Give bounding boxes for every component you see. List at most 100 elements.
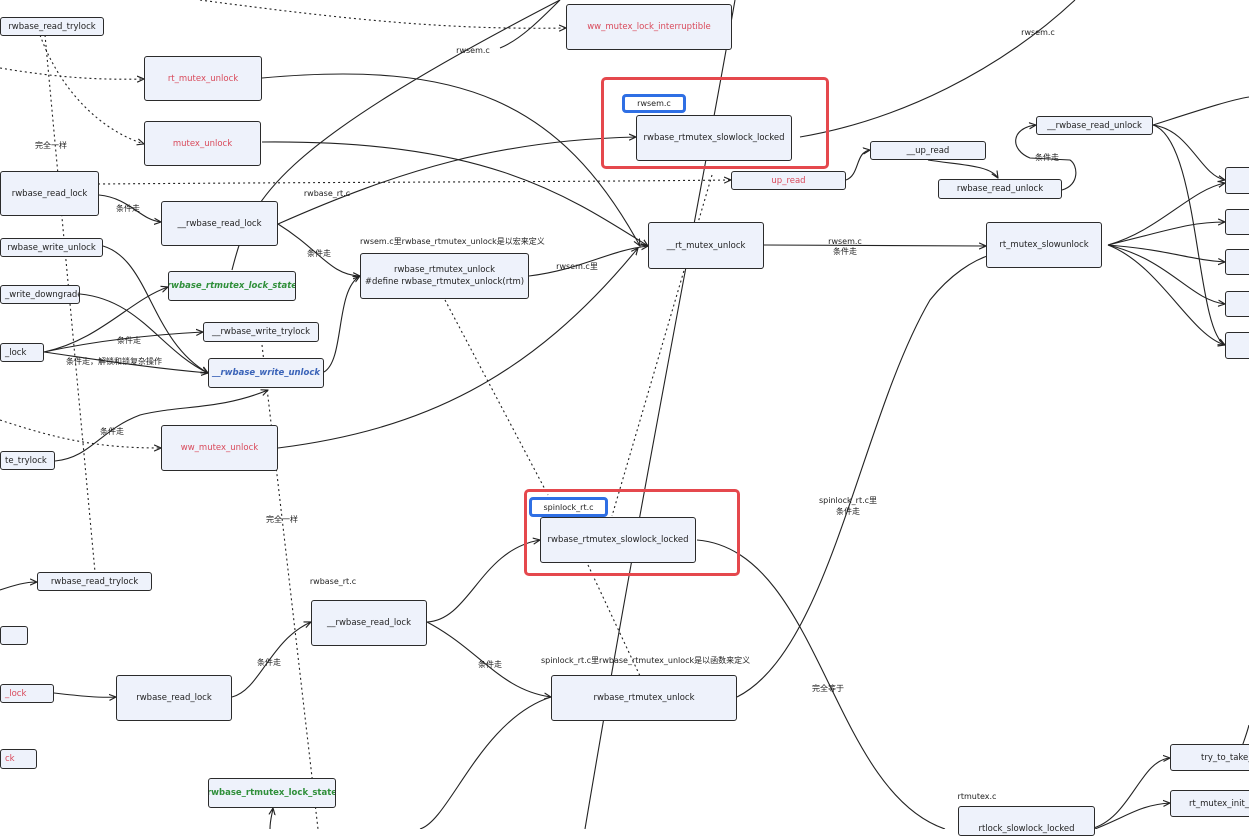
node-rtlock-slowlock-locked[interactable]: rtlock_slowlock_locked	[958, 806, 1095, 836]
edge	[587, 564, 641, 677]
edge	[97, 180, 731, 185]
label-identical-1: 完全一样	[35, 141, 67, 150]
label-fully-equal: 完全等于	[812, 684, 844, 693]
edge	[1107, 244, 1225, 304]
label-spinlock-cond-1: spinlock_rt.c里	[818, 496, 878, 505]
node-__rwbase-write-trylock[interactable]: __rwbase_write_trylock	[203, 322, 319, 342]
node-ww-mutex-unlock[interactable]: ww_mutex_unlock	[161, 425, 278, 471]
edge	[102, 245, 208, 373]
node-left-stub[interactable]	[0, 626, 28, 645]
edge	[1015, 125, 1077, 191]
edge	[763, 245, 986, 246]
edge	[277, 248, 638, 449]
edge	[270, 808, 273, 829]
node-try-to-take[interactable]: try_to_take_	[1170, 744, 1249, 771]
edge	[1107, 244, 1225, 262]
node-rt-mutex-unlock[interactable]: rt_mutex_unlock	[144, 56, 262, 101]
edge	[426, 540, 540, 623]
node-write-downgrade[interactable]: _write_downgrade	[0, 285, 80, 304]
label-spinlock-cond-2: 条件走	[836, 507, 860, 516]
node-right-stub-2[interactable]	[1225, 209, 1249, 235]
edge	[845, 150, 870, 181]
node-right-stub-1[interactable]	[1225, 167, 1249, 194]
edge	[0, 419, 161, 448]
label-cond-updown: 条件走	[1035, 153, 1059, 162]
node-rwbase-read-trylock-top[interactable]: rwbase_read_trylock	[0, 17, 104, 36]
node-right-stub-4[interactable]	[1225, 291, 1249, 317]
edge	[261, 141, 648, 246]
edge	[53, 692, 116, 697]
label-cond-1: 条件走	[116, 204, 140, 213]
node-mutex-unlock[interactable]: mutex_unlock	[144, 121, 261, 166]
highlight-rwsem-region	[601, 77, 829, 169]
node-rwbase-rtmutex-unlock-macro[interactable]: rwbase_rtmutex_unlock #define rwbase_rtm…	[360, 253, 529, 299]
edge	[1107, 222, 1225, 246]
label-spinlock-func: spinlock_rt.c里rwbase_rtmutex_unlock是以函数来…	[541, 656, 751, 665]
node-rwbase-write-unlock[interactable]: rwbase_write_unlock	[0, 238, 103, 257]
node-lock-left[interactable]: _lock	[0, 343, 44, 362]
edge	[696, 539, 946, 829]
node-rwbase-rtmutex-lock-state-top[interactable]: rwbase_rtmutex_lock_state	[168, 271, 296, 301]
node-rwbase-read-unlock-top[interactable]: rwbase_read_unlock	[938, 179, 1062, 199]
node-rwbase-rtmutex-slowlock-locked-top[interactable]: rwbase_rtmutex_slowlock_locked	[636, 115, 792, 161]
node-ww-mutex-lock-interruptible[interactable]: ww_mutex_lock_interruptible	[566, 4, 732, 50]
edge	[277, 223, 360, 276]
node-rwbase-rtmutex-slowlock-locked-bottom[interactable]: rwbase_rtmutex_slowlock_locked	[540, 517, 696, 563]
label-identical-2: 完全一样	[266, 515, 298, 524]
node-__rt-mutex-unlock[interactable]: __rt_mutex_unlock	[648, 222, 764, 269]
node-lock-red[interactable]: _lock	[0, 684, 54, 703]
node-__rwbase-write-unlock[interactable]: __rwbase_write_unlock	[208, 358, 324, 388]
label-rtmutex-c: rtmutex.c	[957, 792, 997, 801]
edge	[799, 0, 1076, 138]
edge	[1152, 124, 1225, 345]
edge	[261, 73, 640, 246]
label-cond-3: 条件走	[117, 336, 141, 345]
edge	[231, 622, 311, 698]
node-__rwbase-read-lock-top[interactable]: __rwbase_read_lock	[161, 201, 278, 246]
node-right-stub-3[interactable]	[1225, 249, 1249, 275]
edge	[261, 344, 319, 829]
label-cond-6: 条件走	[478, 660, 502, 669]
label-rwbase-rt-c-bottom: rwbase_rt.c	[309, 577, 357, 586]
node-rt-mutex-slowunlock[interactable]: rt_mutex_slowunlock	[986, 222, 1102, 268]
node-text-line-2: #define rwbase_rtmutex_unlock(rtm)	[364, 277, 525, 287]
edge	[1094, 803, 1170, 829]
edge	[444, 299, 549, 496]
node-__rwbase-read-unlock[interactable]: __rwbase_read_unlock	[1036, 116, 1153, 135]
label-rwsem-cond-2: 条件走	[833, 247, 857, 256]
edge	[611, 174, 713, 517]
edge	[43, 332, 203, 353]
node-rwbase-read-trylock-bottom[interactable]: rwbase_read_trylock	[37, 572, 152, 591]
node-rwbase-read-lock-bottom[interactable]: rwbase_read_lock	[116, 675, 232, 721]
node-rt-mutex-init-rt[interactable]: rt_mutex_init_rt	[1170, 790, 1249, 817]
edge	[499, 0, 561, 49]
node-ck-red[interactable]: ck	[0, 749, 37, 769]
label-cond-unlock-complex: 条件走，解锁和锁复杂操作	[66, 357, 162, 366]
edge	[1107, 244, 1225, 345]
node-rwbase-rtmutex-lock-state-bottom[interactable]: rwbase_rtmutex_lock_state	[208, 778, 336, 808]
node-__rwbase-read-lock-bottom[interactable]: __rwbase_read_lock	[311, 600, 427, 646]
label-rwsem-cond-1: rwsem.c	[828, 237, 862, 246]
label-rwsem-c-right: rwsem.c	[1021, 28, 1055, 37]
node-right-stub-5[interactable]	[1225, 332, 1249, 359]
edge	[323, 276, 360, 373]
label-rwsem-c-top: rwsem.c	[456, 46, 490, 55]
edge	[43, 351, 208, 373]
edge	[0, 67, 144, 79]
edge	[419, 696, 552, 829]
edge	[1152, 96, 1249, 126]
node-te-trylock[interactable]: te_trylock	[0, 451, 55, 470]
edge	[199, 0, 566, 28]
label-cond-2: 条件走	[307, 249, 331, 258]
edge	[1152, 124, 1225, 180]
node-rwbase-rtmutex-unlock-bottom[interactable]: rwbase_rtmutex_unlock	[551, 675, 737, 721]
edge	[426, 621, 551, 697]
node-__up-read[interactable]: __up_read	[870, 141, 986, 160]
label-cond-4: 条件走	[100, 427, 124, 436]
edge	[54, 390, 268, 462]
edge	[927, 159, 998, 178]
node-rwbase-read-lock-left[interactable]: rwbase_read_lock	[0, 171, 99, 216]
node-up-read[interactable]: up_read	[731, 171, 846, 190]
edge	[79, 293, 208, 373]
highlight-tag-rwsem: rwsem.c	[622, 94, 686, 113]
